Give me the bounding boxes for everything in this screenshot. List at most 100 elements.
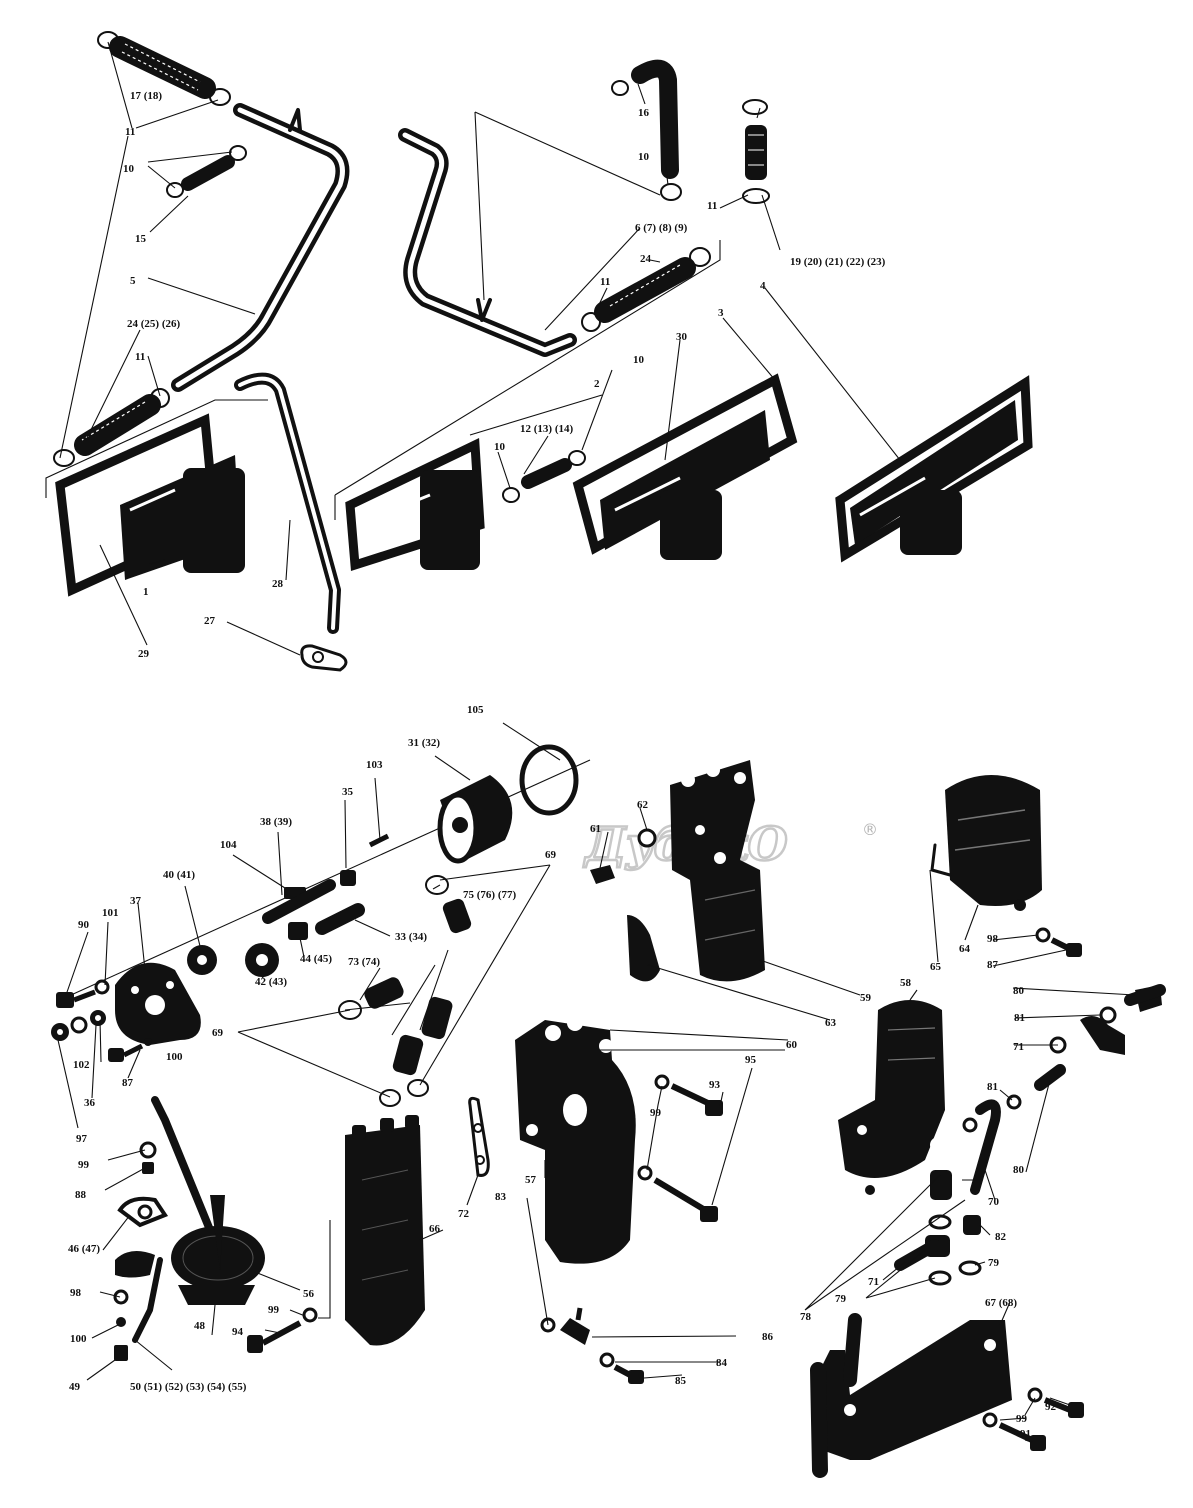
callout-label: 28 — [272, 578, 284, 590]
callout-label: 42 (43) — [255, 976, 287, 988]
callout-label: 81 — [1014, 1012, 1025, 1024]
callout-label: 99 — [78, 1159, 90, 1171]
callout-label: 36 — [84, 1097, 96, 1109]
callout-label: 100 — [70, 1333, 87, 1345]
callout-label: 87 — [122, 1077, 134, 1089]
callout-label: 12 (13) (14) — [520, 423, 573, 435]
callout-label: 82 — [995, 1231, 1007, 1243]
callout-label: 44 (45) — [300, 953, 332, 965]
callout-label: 98 — [70, 1287, 82, 1299]
callout-label: 11 — [707, 200, 717, 212]
fitting-part — [894, 984, 1166, 1286]
callout-label: 86 — [762, 1331, 774, 1343]
pump-body-part — [115, 962, 201, 1045]
lower-assembly — [51, 744, 1166, 1478]
callout-label: 27 — [204, 615, 216, 627]
callout-label: 78 — [800, 1311, 812, 1323]
callout-label: 58 — [900, 977, 912, 989]
callout-label: 56 — [303, 1288, 315, 1300]
callout-label: 99 — [268, 1304, 280, 1316]
leader-lines — [57, 41, 1136, 1443]
callout-label: 50 (51) (52) (53) (54) (55) — [130, 1381, 247, 1393]
filter-head-part — [515, 1015, 636, 1264]
callout-label: 90 — [78, 919, 90, 931]
callout-label: 10 — [494, 441, 506, 453]
callout-label: 62 — [637, 799, 649, 811]
callout-label: 98 — [987, 933, 999, 945]
callout-label: 97 — [76, 1133, 88, 1145]
callout-label: 24 (25) (26) — [127, 318, 180, 330]
callout-label: 6 (7) (8) (9) — [635, 222, 688, 234]
hose-part — [611, 59, 682, 201]
callout-label: 75 (76) (77) — [463, 889, 516, 901]
callout-label: 71 — [868, 1276, 879, 1288]
callout-label: 19 (20) (21) (22) (23) — [790, 256, 886, 268]
callout-label: 11 — [125, 126, 135, 138]
callout-label: 48 — [194, 1320, 206, 1332]
callout-label: 3 — [718, 307, 724, 319]
callout-label: 71 — [1013, 1041, 1024, 1053]
callout-label: 83 — [495, 1191, 507, 1203]
callout-label: 10 — [638, 151, 650, 163]
callout-label: 73 (74) — [348, 956, 380, 968]
callout-label: 4 — [760, 280, 766, 292]
filter-body-part — [318, 1115, 425, 1346]
callout-label: 35 — [342, 786, 354, 798]
callout-label: 80 — [1013, 985, 1025, 997]
oil-strainer-part — [113, 1096, 265, 1361]
fitting-part — [540, 1307, 644, 1384]
callout-label: 15 — [135, 233, 147, 245]
short-hose-part — [166, 145, 247, 198]
fastener-parts — [51, 979, 152, 1062]
hose-part — [53, 388, 170, 467]
callout-label: 102 — [73, 1059, 90, 1071]
pump-gear-part — [187, 943, 279, 977]
callout-label: 104 — [220, 839, 237, 851]
fine-filter-part — [838, 1000, 946, 1195]
bracket-part — [627, 915, 660, 982]
callout-label: 31 (32) — [408, 737, 440, 749]
oil-cooler-part — [810, 1313, 1084, 1478]
filter-head-part — [670, 760, 765, 982]
callout-label: 24 — [640, 253, 652, 265]
hose-part — [109, 36, 216, 99]
callout-label: 17 (18) — [130, 90, 162, 102]
callout-label: 105 — [467, 704, 484, 716]
callout-label: 38 (39) — [260, 816, 292, 828]
short-hose-part — [502, 450, 586, 503]
callout-label: 33 (34) — [395, 931, 427, 943]
callout-label: 60 — [786, 1039, 798, 1051]
callout-label: 66 — [429, 1223, 441, 1235]
plug-part — [590, 828, 657, 884]
callout-label: 69 — [212, 1027, 224, 1039]
callout-label: 70 — [988, 1196, 1000, 1208]
callout-label: 10 — [633, 354, 645, 366]
drain-tube-part — [234, 372, 341, 634]
upper-assembly — [45, 31, 1033, 672]
bolt-part — [637, 1074, 723, 1222]
callout-label: 95 — [745, 1054, 757, 1066]
centrifuge-part — [930, 775, 1082, 957]
callout-label: 88 — [75, 1189, 87, 1201]
callout-label: 5 — [130, 275, 136, 287]
callout-label: 57 — [525, 1174, 537, 1186]
callout-label: 84 — [716, 1357, 728, 1369]
cooler-core-part — [334, 240, 721, 572]
callout-label: 99 — [1016, 1413, 1028, 1425]
valve-part — [338, 875, 472, 1107]
callout-label: 59 — [860, 992, 872, 1004]
oil-tube-part — [398, 128, 577, 357]
cooler-core-part — [835, 375, 1033, 563]
pump-pin-parts — [262, 833, 390, 940]
callout-label: 61 — [590, 823, 601, 835]
o-ring-part — [519, 744, 579, 816]
callout-label: 1 — [143, 586, 149, 598]
callout-label: 101 — [102, 907, 119, 919]
cooler-core-part — [45, 399, 268, 597]
oil-tube-part — [171, 103, 350, 392]
callout-label: 10 — [123, 163, 135, 175]
callout-label: 30 — [676, 331, 688, 343]
callout-label: 2 — [594, 378, 600, 390]
callout-label: 65 — [930, 961, 942, 973]
callout-label: 103 — [366, 759, 383, 771]
